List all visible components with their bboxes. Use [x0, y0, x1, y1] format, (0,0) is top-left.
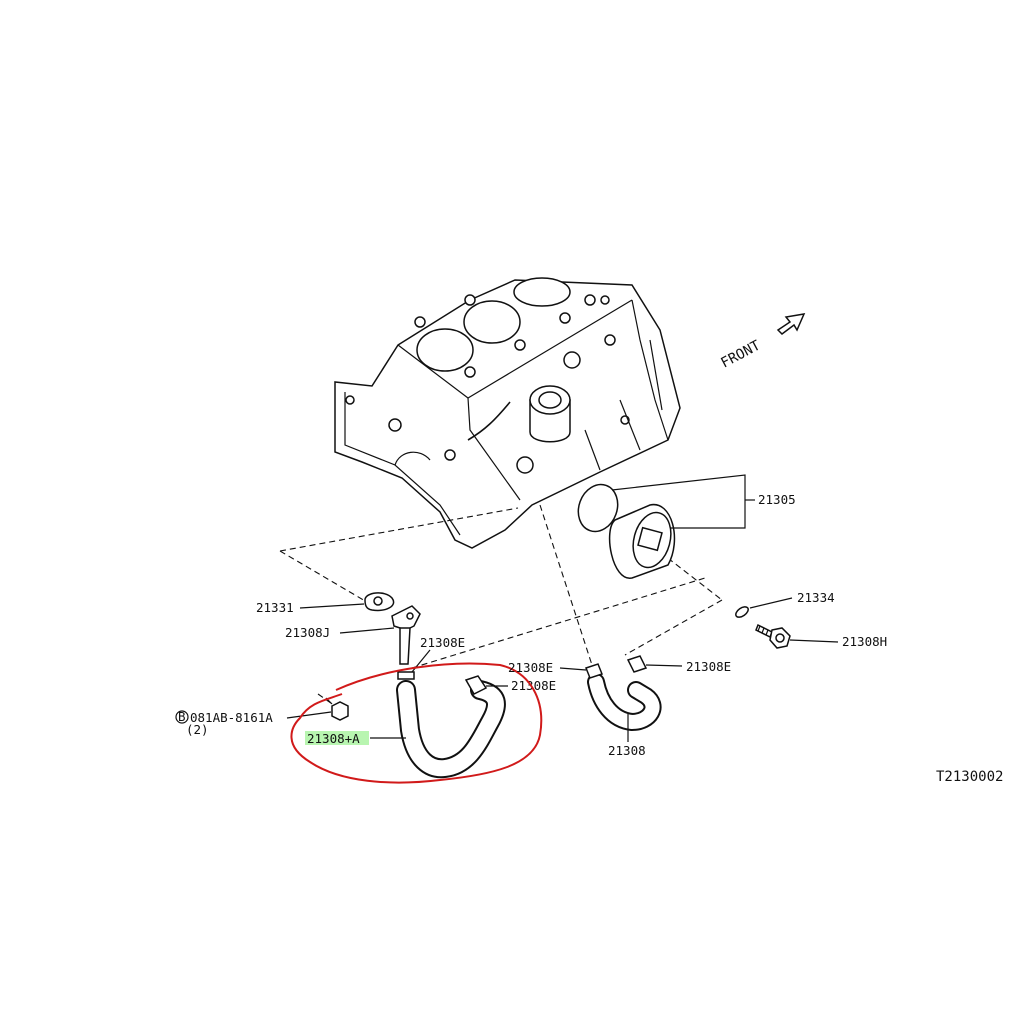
- right-hose-assembly: 21308E 21308E 21308: [508, 655, 731, 758]
- block-rib-3: [649, 339, 663, 411]
- cylinder-bore-3: [513, 277, 571, 307]
- bolt-part: 21308H: [755, 623, 887, 649]
- label-hose-right: 21308: [608, 743, 646, 758]
- filter-center: [538, 391, 562, 409]
- connector-flange: [391, 605, 421, 631]
- label-bolt: 21308H: [842, 634, 887, 649]
- figure-id: T2130002: [936, 769, 1003, 785]
- bolt-hole: [345, 395, 355, 405]
- bolt-hole: [584, 294, 596, 306]
- seal-part: 21334: [735, 590, 835, 618]
- dashed-line: [279, 550, 373, 606]
- bolt-ref-marker-circle: [175, 710, 189, 724]
- label-highlight-bg: [305, 731, 369, 745]
- hose-clamp-lower: [464, 675, 488, 695]
- connector-part: 21308J: [285, 605, 421, 665]
- gasket-hole: [373, 596, 383, 606]
- bellhousing-arc: [394, 451, 431, 466]
- label-clamp-lower: 21308E: [511, 678, 556, 693]
- bolt-leader: [789, 639, 839, 643]
- gasket-part: 21331: [256, 592, 395, 615]
- hose-clamp-upper: [397, 671, 415, 680]
- seal-leader: [749, 597, 793, 609]
- cooler-bracket-line: [611, 474, 746, 529]
- block-pipe: [467, 401, 511, 441]
- bolt-hole: [464, 294, 476, 306]
- bolt-hole: [604, 334, 616, 346]
- assembly-dashed-lines: [279, 504, 723, 707]
- bolt-hole: [464, 366, 476, 378]
- filter-port: [516, 456, 534, 474]
- engine-block: [334, 277, 681, 549]
- seal-washer: [735, 606, 749, 618]
- bolt-hole: [414, 316, 426, 328]
- cooler-o-ring: [577, 483, 619, 533]
- block-front-edge: [467, 397, 521, 501]
- label-clamp-right: 21308E: [686, 659, 731, 674]
- markup-loop: [290, 662, 543, 784]
- block-bolt-holes: [345, 294, 630, 461]
- bolt-ref-marker: B: [178, 709, 186, 724]
- connector-hole: [406, 612, 414, 620]
- bolt-threads: [757, 625, 769, 636]
- cooler-nut: [637, 526, 663, 552]
- label-bolt-qty: (2): [186, 722, 209, 737]
- block-rib-1: [584, 429, 601, 471]
- dashed-line: [624, 599, 723, 656]
- gasket-leader: [299, 603, 365, 609]
- bolt-hole: [559, 312, 571, 324]
- label-gasket: 21331: [256, 600, 294, 615]
- clamp-mid-leader: [559, 667, 587, 671]
- oil-filter-mount: [516, 385, 571, 474]
- bolt-hole: [514, 339, 526, 351]
- connector-leader: [339, 627, 395, 634]
- bolt-hole: [600, 295, 610, 305]
- right-hose-fill: [589, 675, 660, 730]
- bolt-head-center: [775, 633, 785, 643]
- cylinder-bore-2: [463, 300, 521, 344]
- right-clamp-left: [585, 663, 603, 679]
- label-connector: 21308J: [285, 625, 330, 640]
- right-clamp-right: [626, 655, 648, 673]
- label-bolt-ref: 081AB-8161A: [190, 710, 273, 725]
- bolt-hole: [563, 351, 581, 369]
- block-rib-2: [619, 399, 641, 451]
- oil-cooler-assembly: 21305: [577, 474, 796, 579]
- bolt-hole: [388, 418, 402, 432]
- clamp-right-leader: [645, 664, 683, 667]
- bolt-hole: [444, 449, 456, 461]
- label-hose-highlight: 21308+A: [307, 731, 360, 746]
- front-arrow-icon: [776, 313, 806, 335]
- cylinder-bore-1: [416, 328, 474, 372]
- bolt-ref-leader: [286, 711, 332, 719]
- connector-pipe: [399, 627, 411, 665]
- label-oil-cooler: 21305: [758, 492, 796, 507]
- dashed-line: [411, 577, 706, 669]
- label-clamp-upper: 21308E: [420, 635, 465, 650]
- label-clamp-mid: 21308E: [508, 660, 553, 675]
- block-right-edge: [631, 299, 669, 441]
- dashed-line: [539, 504, 593, 666]
- label-seal: 21334: [797, 590, 835, 605]
- hose-bolt-hex: [331, 701, 349, 721]
- hose-fill: [398, 682, 504, 777]
- highlighted-hose-assembly: 21308E 21308E B 081AB-8161A (2) 21308+A: [175, 635, 556, 784]
- dashed-line: [279, 507, 519, 552]
